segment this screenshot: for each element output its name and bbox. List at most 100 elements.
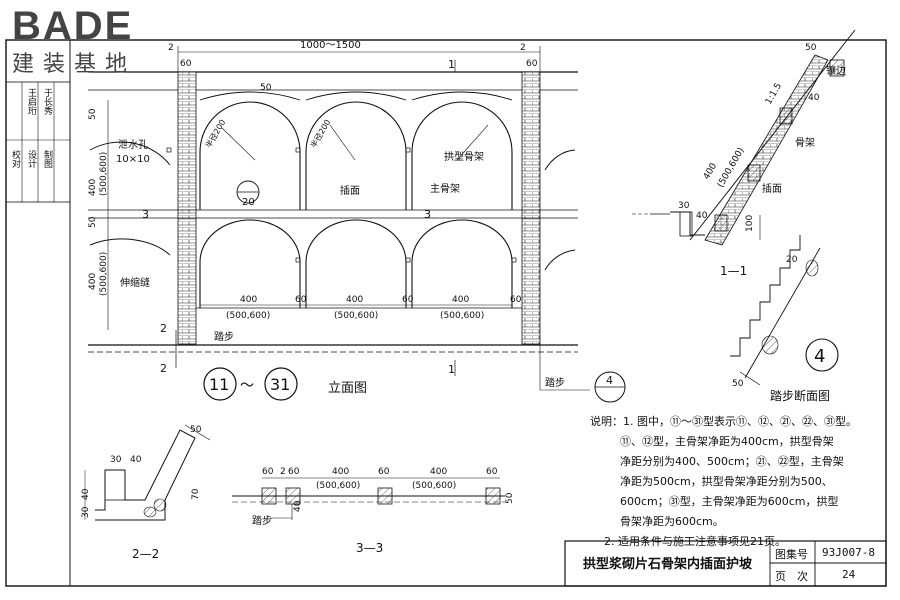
elevation-section-mark-3a: 3 bbox=[142, 208, 149, 221]
elevation-section-mark-3b: 3 bbox=[424, 208, 431, 221]
section-3-3-dim-alt-a: (500,600) bbox=[316, 481, 360, 491]
elevation-dim-60-mid-c: 60 bbox=[510, 295, 522, 305]
elevation-dim-alt-a: (500,600) bbox=[226, 311, 270, 321]
elevation-dim-60-mid-b: 60 bbox=[402, 295, 414, 305]
atlas-label: 图集号 bbox=[775, 548, 808, 561]
sign-name-2: 于长秀 bbox=[42, 88, 52, 115]
elevation-dim-60b: 60 bbox=[526, 59, 538, 69]
drawing-title: 拱型浆砌片石骨架内插面护坡 bbox=[582, 556, 752, 572]
sign-col-design: 设计 bbox=[26, 150, 36, 168]
elevation-left-dim-alt-a: (500,600) bbox=[99, 152, 109, 196]
page-label: 页 次 bbox=[775, 570, 808, 583]
section-3-3-dim-400a: 400 bbox=[332, 467, 349, 477]
elevation-left-dim-400a: 400 bbox=[88, 179, 98, 196]
section-3-3 bbox=[232, 477, 505, 520]
elevation-left-dim-alt-b: (500,600) bbox=[99, 252, 109, 296]
sign-col-check: 校对 bbox=[10, 150, 20, 168]
section-2-2-title: 2—2 bbox=[132, 547, 159, 561]
section-1-1 bbox=[632, 29, 856, 246]
section-1-1-dim-100: 100 bbox=[745, 215, 755, 232]
elevation-section-mark-1-top: 1 bbox=[448, 58, 455, 71]
type-range-start: 11 bbox=[209, 375, 229, 394]
circle-marker-bottom: 20 bbox=[242, 197, 255, 208]
step-section bbox=[730, 235, 839, 386]
elevation-left-dim-400b: 400 bbox=[88, 273, 98, 290]
step-section-title: 踏步断面图 bbox=[770, 388, 830, 403]
elevation-dim-50-top: 50 bbox=[260, 83, 272, 93]
elevation-dim-400a: 400 bbox=[240, 295, 257, 305]
elevation-dim-60-mid-a: 60 bbox=[295, 295, 307, 305]
elevation-span-dim: 1000～1500 bbox=[300, 40, 361, 51]
logo-brand: BADE bbox=[12, 4, 134, 48]
elevation-view bbox=[88, 46, 590, 391]
type-range-sep: ～ bbox=[240, 378, 254, 394]
section-1-1-grass: 插面 bbox=[762, 182, 782, 195]
step-ref-label: 踏步 bbox=[545, 376, 565, 389]
page-value: 24 bbox=[842, 568, 856, 581]
section-1-1-dim-40: 40 bbox=[808, 93, 820, 103]
step-section-dim-20: 20 bbox=[786, 255, 798, 265]
section-3-3-step: 踏步 bbox=[252, 514, 272, 527]
type-range-end: 31 bbox=[270, 375, 290, 394]
elevation-dim-alt-b: (500,600) bbox=[334, 311, 378, 321]
radius-label-2: 半径200 bbox=[308, 118, 332, 150]
sign-col-draw: 制图 bbox=[42, 150, 52, 168]
section-1-1-dim-40b: 40 bbox=[696, 211, 708, 221]
notes-block: 说明：1. 图中，⑪～㉛型表示⑪、⑫、㉑、㉒、㉛型。 ⑪、⑫型，主骨架净距为40… bbox=[590, 412, 890, 552]
elevation-dim-2a: 2 bbox=[168, 43, 174, 53]
elevation-section-mark-2b: 2 bbox=[160, 362, 167, 375]
section-3-3-dim-400b: 400 bbox=[430, 467, 447, 477]
section-2-2-dim-40b: 40 bbox=[81, 488, 91, 500]
sheet-border bbox=[5, 39, 887, 587]
elevation-dim-60a: 60 bbox=[180, 59, 192, 69]
elevation-left-dim-50b: 50 bbox=[88, 216, 98, 228]
section-1-1-skeleton: 骨架 bbox=[795, 137, 815, 149]
section-3-3-title: 3—3 bbox=[356, 541, 383, 555]
section-3-3-dim-60a: 60 bbox=[262, 467, 274, 477]
sign-name-1: 王启珩 bbox=[26, 88, 36, 115]
section-3-3-dim-2: 2 bbox=[280, 467, 286, 477]
steps-label-elevation: 踏步 bbox=[214, 330, 234, 343]
note-line-2: ⑪、⑫型，主骨架净距为400cm，拱型骨架 bbox=[620, 435, 834, 448]
note-line-3: 净距分别为400、500cm；㉑、㉒型，主骨架 bbox=[620, 455, 844, 468]
elevation-dim-alt-c: (500,600) bbox=[440, 311, 484, 321]
section-3-3-dim-40: 40 bbox=[293, 500, 303, 512]
section-3-3-dim-50: 50 bbox=[505, 492, 515, 504]
section-1-1-dim-400: 400 bbox=[702, 161, 719, 181]
section-1-1-title: 1—1 bbox=[720, 264, 747, 278]
section-1-1-inlay: 镶边 bbox=[826, 64, 846, 77]
publisher-logo: BADE 建装基地 bbox=[6, 4, 156, 77]
section-2-2 bbox=[84, 424, 211, 521]
type-range-mark bbox=[203, 367, 298, 401]
sign-block bbox=[5, 81, 71, 203]
section-2-2-dim-50: 50 bbox=[190, 425, 202, 435]
grass-surface-label: 插面 bbox=[340, 184, 360, 197]
note-line-4: 净距为500cm，拱型骨架净距分别为500、 bbox=[620, 475, 833, 488]
elevation-title: 立面图 bbox=[328, 381, 367, 396]
section-3-3-dim-alt-b: (500,600) bbox=[412, 481, 456, 491]
note-line-6: 骨架净距为600cm。 bbox=[620, 515, 724, 528]
section-2-2-dim-70: 70 bbox=[191, 488, 201, 500]
step-ref-num: 4 bbox=[606, 374, 613, 387]
section-1-1-ratio: 1:1.5 bbox=[764, 82, 784, 107]
elevation-dim-2b: 2 bbox=[520, 43, 526, 53]
section-1-1-dim-50: 50 bbox=[805, 43, 817, 53]
elevation-section-mark-1-bottom: 1 bbox=[448, 363, 455, 376]
elevation-dim-400c: 400 bbox=[452, 295, 469, 305]
radius-label-1: 半径200 bbox=[203, 118, 227, 150]
note-line-1: 说明：1. 图中，⑪～㉛型表示⑪、⑫、㉑、㉒、㉛型。 bbox=[590, 415, 857, 428]
title-block bbox=[564, 540, 887, 587]
arch-skeleton-label: 拱型骨架 bbox=[444, 150, 484, 163]
section-1-1-dim-30: 30 bbox=[678, 201, 690, 211]
elevation-dim-400b: 400 bbox=[346, 295, 363, 305]
elevation-left-dim-50a: 50 bbox=[88, 108, 98, 120]
section-2-2-dim-30: 30 bbox=[110, 455, 122, 465]
expansion-joint-label: 伸缩缝 bbox=[120, 276, 150, 289]
elevation-section-mark-2: 2 bbox=[160, 322, 167, 335]
logo-subtitle: 建装基地 bbox=[12, 52, 137, 77]
main-skeleton-label: 主骨架 bbox=[430, 183, 460, 195]
step-section-dim-50: 50 bbox=[732, 379, 744, 389]
section-3-3-dim-60c: 60 bbox=[378, 467, 390, 477]
main-skeleton-left bbox=[177, 71, 197, 345]
